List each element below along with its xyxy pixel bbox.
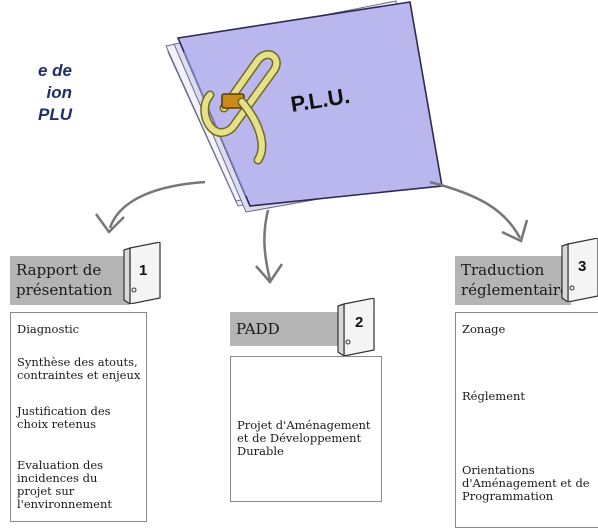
column-3-header-line-1: Traduction [461,261,545,279]
item-line: Réglement [462,389,526,403]
binder-icon [123,242,161,304]
column-2-number: 2 [355,314,364,331]
column-1-item-3: Justification des choix retenus [17,405,142,431]
column-1-number: 1 [139,262,148,279]
item-line: l'environnement [17,497,113,511]
binder-icon [561,238,598,302]
column-1-item-1: Diagnostic [17,323,142,336]
side-title-line-2: ion [46,83,73,102]
column-2-box: Projet d'Aménagement et de Développement… [230,356,382,502]
column-3-item-1: Zonage [462,323,594,336]
paperclip-icon [200,50,281,165]
column-1-box: Diagnostic Synthèse des atouts, contrain… [10,312,147,522]
column-1-header-line-1: Rapport de [16,261,102,279]
column-3-item-3: Orientations d'Aménagement et de Program… [462,464,598,503]
binder-icon [337,298,375,356]
item-line: incidences du [17,471,98,485]
item-line: contraintes et enjeux [17,368,141,382]
column-3-header: Traduction réglementaire [455,256,571,305]
side-title: e de ion PLU [0,60,72,126]
column-1-header-line-2: présentation [16,281,113,299]
side-title-line-3: PLU [38,105,72,124]
item-line: Synthèse des atouts, [17,355,138,369]
arrow-right-icon [429,180,529,243]
item-line: Evaluation des [17,458,104,472]
item-line: Zonage [462,322,506,336]
item-line: projet sur [17,484,75,498]
item-line: Justification des [17,404,111,418]
item-line: Programmation [462,489,554,503]
side-title-line-1: e de [37,61,72,80]
folder-stack [165,0,443,213]
item-line: d'Aménagement et de [462,476,590,490]
item-line: choix retenus [17,417,97,431]
column-2-item-1: Projet d'Aménagement et de Développement… [237,419,377,458]
column-2-header: PADD [230,312,350,346]
column-3-header-line-2: réglementaire [461,281,569,299]
arrow-center-icon [255,209,284,285]
item-line: Orientations [462,463,535,477]
item-line: et de Développement [237,431,362,445]
column-3-box: Zonage Réglement Orientations d'Aménagem… [455,312,598,528]
column-3-number: 3 [578,258,587,275]
arrow-left-icon [94,180,206,234]
column-1-item-4: Evaluation des incidences du projet sur … [17,459,142,511]
column-3-item-2: Réglement [462,390,594,403]
column-1-header: Rapport de présentation [10,256,130,305]
item-line: Diagnostic [17,322,80,336]
item-line: Projet d'Aménagement [237,418,371,432]
column-2-header-line-1: PADD [236,320,280,338]
column-1-item-2: Synthèse des atouts, contraintes et enje… [17,356,142,382]
item-line: Durable [237,444,284,458]
